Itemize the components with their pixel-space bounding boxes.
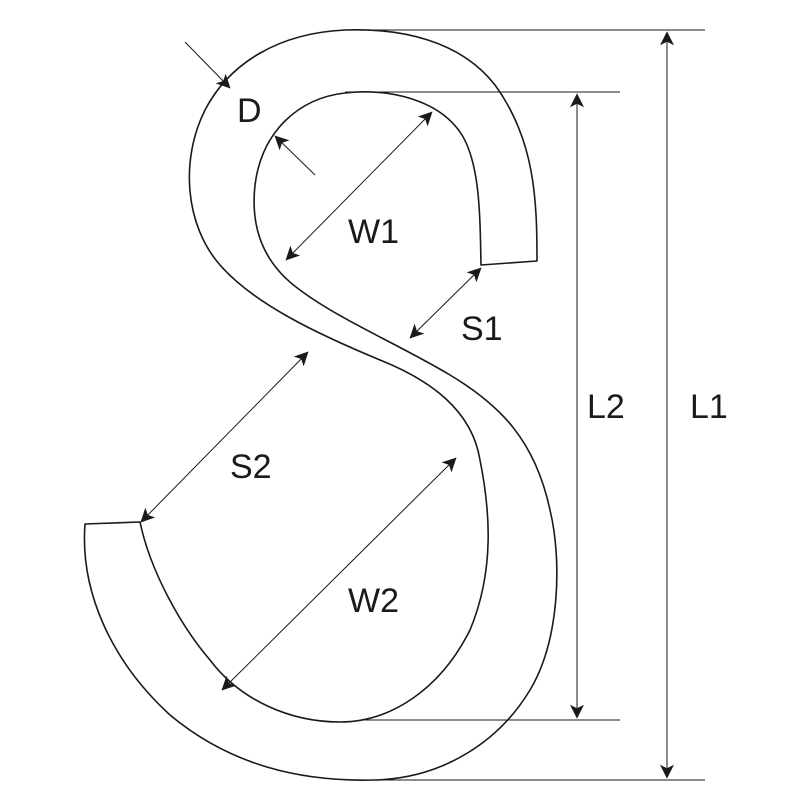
d-inner-leader <box>274 135 316 176</box>
s2-dimension-line <box>140 351 309 523</box>
label-w1: W1 <box>348 213 399 251</box>
dimension-lines <box>140 31 674 779</box>
s1-dimension-line <box>409 267 482 339</box>
label-d: D <box>237 92 262 130</box>
hook-outer-contour <box>83 28 558 781</box>
extension-lines <box>345 29 705 781</box>
label-l1: L1 <box>690 388 728 426</box>
label-l2: L2 <box>587 388 625 426</box>
d-outer-leader <box>184 41 231 89</box>
label-s2: S2 <box>230 448 272 486</box>
label-s1: S1 <box>461 310 503 348</box>
w1-dimension-line <box>285 111 433 261</box>
dimension-labels: D W1 S1 L2 L1 S2 W2 <box>230 92 728 620</box>
s-hook-shape <box>83 28 558 781</box>
w2-dimension-line <box>221 457 457 691</box>
label-w2: W2 <box>348 582 399 620</box>
